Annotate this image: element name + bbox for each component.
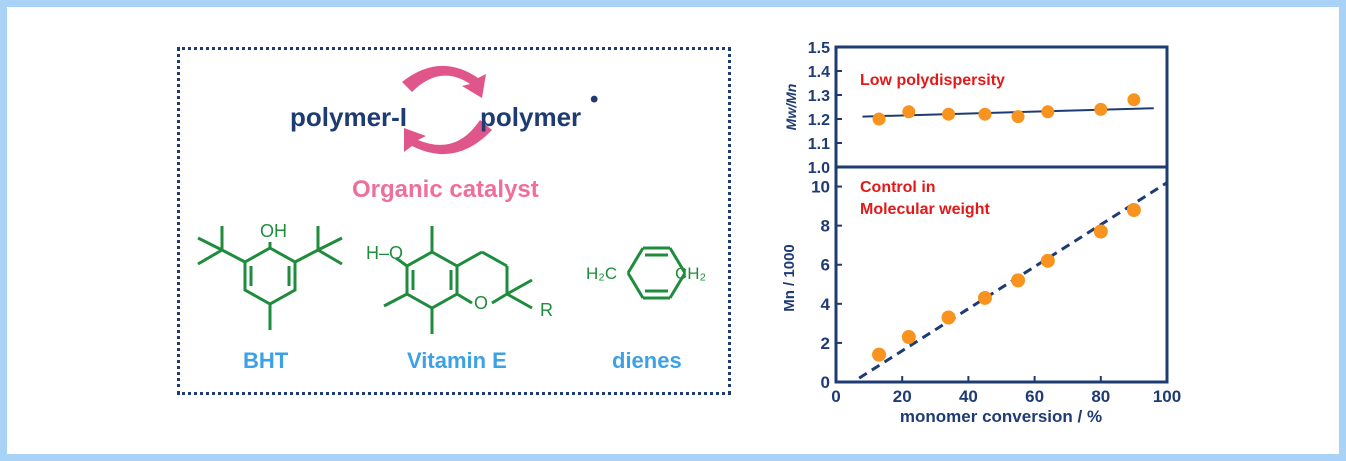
x-axis-label: monomer conversion / %	[900, 407, 1102, 426]
data-point	[902, 105, 916, 119]
data-point	[1127, 93, 1141, 107]
data-point	[1011, 110, 1025, 124]
x-tick-label: 100	[1153, 387, 1181, 406]
vitamin-e-o-label: O	[474, 293, 489, 313]
y-tick-label: 1.3	[808, 88, 830, 105]
y-tick-label: 1.5	[808, 40, 830, 57]
radical-dot: •	[590, 86, 599, 113]
diene-right-label: CH₂	[675, 264, 707, 283]
chart-title-line: Molecular weight	[860, 201, 990, 218]
vitamin-e-ho-label: H–O	[366, 243, 404, 263]
data-point	[942, 107, 956, 121]
x-tick-label: 40	[959, 387, 978, 406]
x-tick-label: 20	[893, 387, 912, 406]
vitamin-e-name: Vitamin E	[407, 348, 507, 373]
data-point	[901, 330, 916, 345]
vitamin-e-r-label: R	[540, 300, 553, 320]
y-axis-label: Mn / 1000	[781, 244, 798, 312]
y-tick-label: 1.1	[808, 136, 830, 153]
data-point	[978, 107, 992, 121]
data-point	[1011, 273, 1026, 288]
vitamin-e-structure	[383, 226, 533, 334]
dienes-name: dienes	[612, 348, 682, 373]
y-tick-label: 1.2	[808, 112, 830, 129]
diene-structure	[626, 246, 687, 300]
molecular-weight-frame	[834, 165, 1169, 384]
polymer-iodide-label: polymer-I	[290, 102, 408, 132]
y-tick-label: 6	[821, 256, 830, 275]
x-tick-label: 80	[1091, 387, 1110, 406]
reverse-arrow-icon	[404, 120, 492, 155]
bht-name: BHT	[243, 348, 289, 373]
diene-left-label: H₂C	[586, 264, 618, 283]
y-tick-label: 0	[821, 373, 830, 392]
data-point	[872, 347, 887, 362]
scheme-box	[177, 47, 731, 395]
y-tick-label: 1.4	[808, 64, 830, 81]
polymer-radical-label: polymer	[480, 102, 582, 132]
y-axis-label: Mw/Mn	[783, 84, 799, 131]
y-tick-label: 2	[821, 334, 830, 353]
y-tick-label: 1.0	[808, 160, 830, 177]
data-point	[1094, 102, 1108, 116]
data-point	[1041, 105, 1055, 119]
data-point	[977, 290, 992, 305]
y-tick-label: 10	[811, 178, 830, 197]
chart-title: Low polydispersity	[860, 72, 1005, 89]
polydispersity-frame	[834, 45, 1169, 169]
data-point	[941, 310, 956, 325]
x-tick-label: 60	[1025, 387, 1044, 406]
data-point	[872, 112, 886, 126]
bht-oh-label: OH	[260, 221, 287, 241]
forward-arrow-icon	[402, 65, 486, 98]
y-tick-label: 4	[821, 295, 831, 314]
data-point	[1093, 224, 1108, 239]
data-point	[1126, 203, 1141, 217]
data-point	[1040, 253, 1055, 268]
x-tick-label: 0	[831, 387, 840, 406]
y-tick-label: 8	[821, 217, 830, 236]
chart-title-line: Control in	[860, 179, 936, 196]
bht-structure	[197, 226, 343, 330]
catalyst-caption: Organic catalyst	[352, 176, 539, 203]
